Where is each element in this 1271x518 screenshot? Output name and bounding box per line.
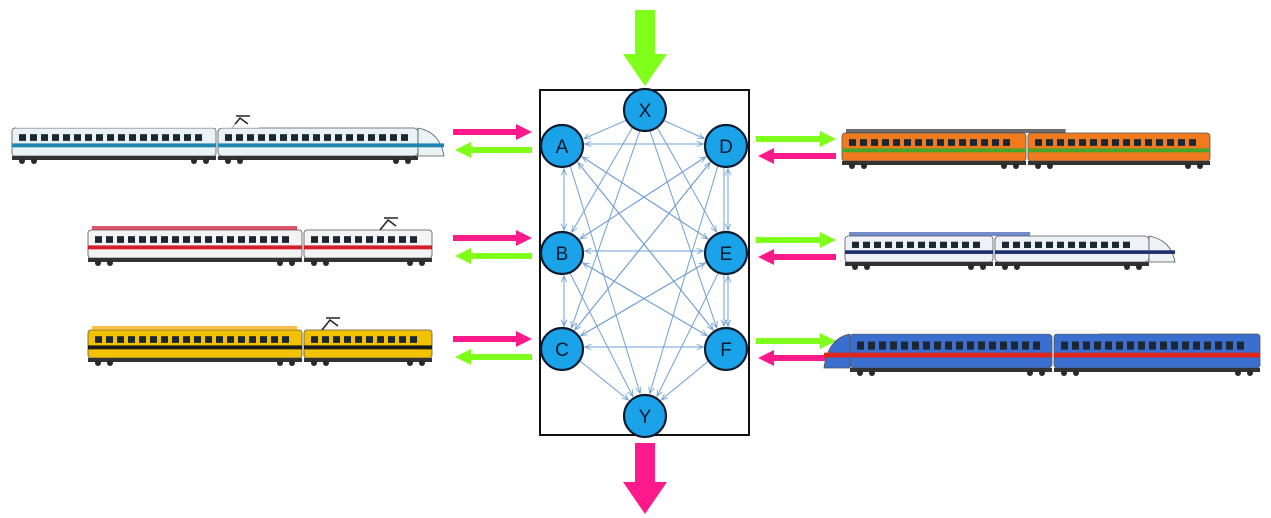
arrow-into-b	[453, 230, 532, 246]
nodes-layer: X A B C D E F Y	[539, 87, 749, 439]
node-x: X	[622, 87, 668, 133]
node-circle	[703, 326, 749, 372]
arrow-from-c	[455, 349, 532, 365]
edge-f-to-y	[661, 360, 709, 400]
edges-layer	[564, 119, 728, 400]
arrow-from-f	[756, 333, 836, 349]
node-label: Y	[639, 407, 652, 428]
edge-f-to-a	[578, 163, 715, 332]
inbound-arrow-top	[623, 10, 667, 86]
node-y: Y	[622, 393, 668, 439]
node-b: B	[539, 230, 585, 276]
node-circle	[622, 87, 668, 133]
train-left-a-illustration	[11, 115, 445, 164]
edge-d-to-y	[650, 165, 719, 394]
node-circle	[539, 123, 585, 169]
trains-layer	[11, 115, 1261, 376]
node-label: F	[720, 340, 732, 361]
edge-x-to-e	[656, 127, 716, 232]
node-circle	[703, 123, 749, 169]
edge-x-to-f	[649, 130, 717, 328]
arrow-into-c	[453, 331, 532, 347]
outbound-arrow-bottom	[623, 443, 667, 514]
edge-c-to-y	[579, 360, 629, 400]
train-left-b-illustration	[87, 217, 433, 266]
node-circle	[622, 393, 668, 439]
train-right-e-illustration	[844, 232, 1176, 270]
node-f: F	[703, 326, 749, 372]
node-circle	[539, 230, 585, 276]
node-circle	[703, 230, 749, 276]
arrow-from-e	[756, 232, 836, 248]
edge-d-to-b	[580, 155, 708, 239]
train-right-f-illustration	[823, 330, 1261, 376]
node-label: C	[555, 340, 569, 361]
train-right-d-illustration	[841, 129, 1211, 169]
edge-d-to-c	[575, 160, 712, 330]
node-circle	[539, 326, 585, 372]
edge-e-to-y	[657, 272, 719, 397]
arrow-from-b	[455, 248, 532, 264]
node-e: E	[703, 230, 749, 276]
edge-x-to-b	[572, 126, 634, 232]
edge-x-to-d	[663, 119, 704, 139]
flow-arrows-layer	[453, 10, 836, 514]
edge-b-to-y	[569, 272, 633, 397]
edge-x-to-a	[584, 119, 627, 138]
edge-x-to-c	[571, 130, 641, 327]
node-label: B	[556, 244, 569, 265]
arrow-into-f	[758, 350, 836, 366]
node-d: D	[703, 123, 749, 169]
node-c: C	[539, 326, 585, 372]
arrow-from-a	[455, 142, 532, 158]
node-a: A	[539, 123, 585, 169]
edge-e-to-a	[582, 157, 710, 241]
arrow-into-d	[758, 148, 836, 164]
arrow-from-d	[756, 131, 836, 147]
node-label: X	[639, 101, 652, 122]
node-label: A	[556, 137, 569, 158]
train-left-c-illustration	[87, 317, 433, 366]
arrow-into-e	[758, 249, 836, 265]
edge-a-to-y	[569, 165, 640, 393]
node-label: D	[719, 137, 733, 158]
arrow-into-a	[453, 124, 532, 140]
node-label: E	[720, 244, 733, 265]
